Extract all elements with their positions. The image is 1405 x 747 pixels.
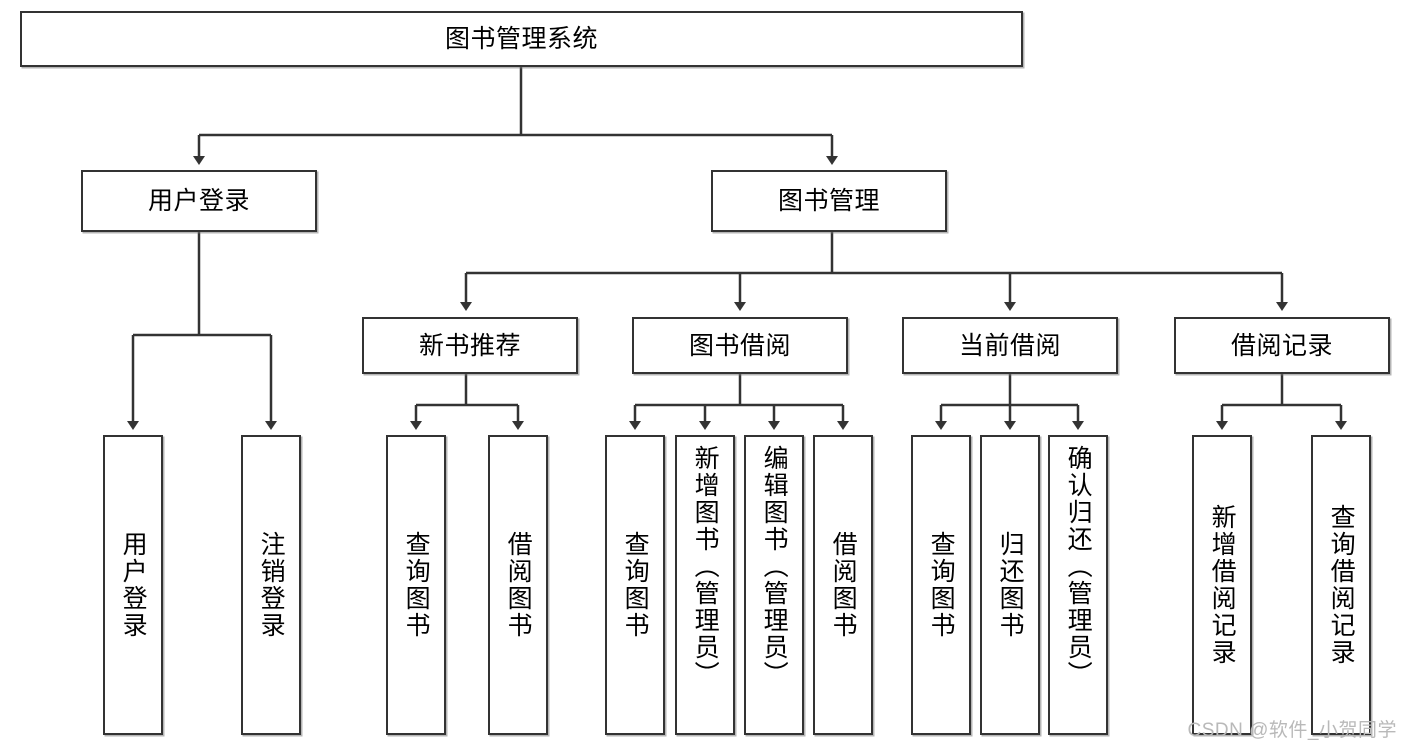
node-leaf-edit-book-label: 编辑图书（管理员） [760, 445, 789, 688]
node-leaf-query-book-1[interactable]: 查询图书 [386, 435, 446, 735]
node-current-borrow-label: 当前借阅 [958, 331, 1061, 360]
node-book-borrow-label: 图书借阅 [688, 331, 791, 360]
node-leaf-confirm-return-label: 确认归还（管理员） [1064, 445, 1093, 688]
node-leaf-logout-login[interactable]: 注销登录 [241, 435, 301, 735]
node-leaf-return-book[interactable]: 归还图书 [980, 435, 1040, 735]
node-leaf-query-book-2-label: 查询图书 [621, 531, 650, 639]
node-leaf-borrow-book-2[interactable]: 借阅图书 [813, 435, 873, 735]
node-leaf-borrow-book-1-label: 借阅图书 [504, 531, 533, 639]
node-user-login-label: 用户登录 [147, 187, 250, 215]
node-leaf-borrow-book-2-label: 借阅图书 [829, 531, 858, 639]
node-leaf-add-book[interactable]: 新增图书（管理员） [675, 435, 735, 735]
node-leaf-query-book-3[interactable]: 查询图书 [911, 435, 971, 735]
watermark-text: CSDN @软件_小贺同学 [1187, 720, 1397, 741]
node-current-borrow[interactable]: 当前借阅 [902, 317, 1118, 374]
node-leaf-logout-login-label: 注销登录 [257, 531, 286, 639]
node-leaf-user-login[interactable]: 用户登录 [103, 435, 163, 735]
node-leaf-add-book-label: 新增图书（管理员） [691, 445, 720, 688]
node-leaf-return-book-label: 归还图书 [996, 531, 1025, 639]
node-leaf-user-login-label: 用户登录 [119, 531, 148, 639]
node-leaf-borrow-book-1[interactable]: 借阅图书 [488, 435, 548, 735]
node-leaf-add-record[interactable]: 新增借阅记录 [1192, 435, 1252, 735]
node-new-book-recommend-label: 新书推荐 [418, 331, 521, 360]
node-leaf-query-record[interactable]: 查询借阅记录 [1311, 435, 1371, 735]
node-book-borrow[interactable]: 图书借阅 [632, 317, 848, 374]
node-book-manage-label: 图书管理 [777, 187, 880, 215]
node-root[interactable]: 图书管理系统 [20, 11, 1023, 67]
node-leaf-confirm-return[interactable]: 确认归还（管理员） [1048, 435, 1108, 735]
node-book-manage[interactable]: 图书管理 [711, 170, 947, 232]
node-leaf-query-book-1-label: 查询图书 [402, 531, 431, 639]
node-leaf-query-book-3-label: 查询图书 [927, 531, 956, 639]
node-user-login[interactable]: 用户登录 [81, 170, 317, 232]
node-leaf-query-book-2[interactable]: 查询图书 [605, 435, 665, 735]
node-borrow-record[interactable]: 借阅记录 [1174, 317, 1390, 374]
node-root-label: 图书管理系统 [444, 25, 598, 53]
node-new-book-recommend[interactable]: 新书推荐 [362, 317, 578, 374]
node-leaf-edit-book[interactable]: 编辑图书（管理员） [744, 435, 804, 735]
node-leaf-query-record-label: 查询借阅记录 [1327, 504, 1356, 666]
node-borrow-record-label: 借阅记录 [1230, 331, 1333, 360]
node-leaf-add-record-label: 新增借阅记录 [1208, 504, 1237, 666]
